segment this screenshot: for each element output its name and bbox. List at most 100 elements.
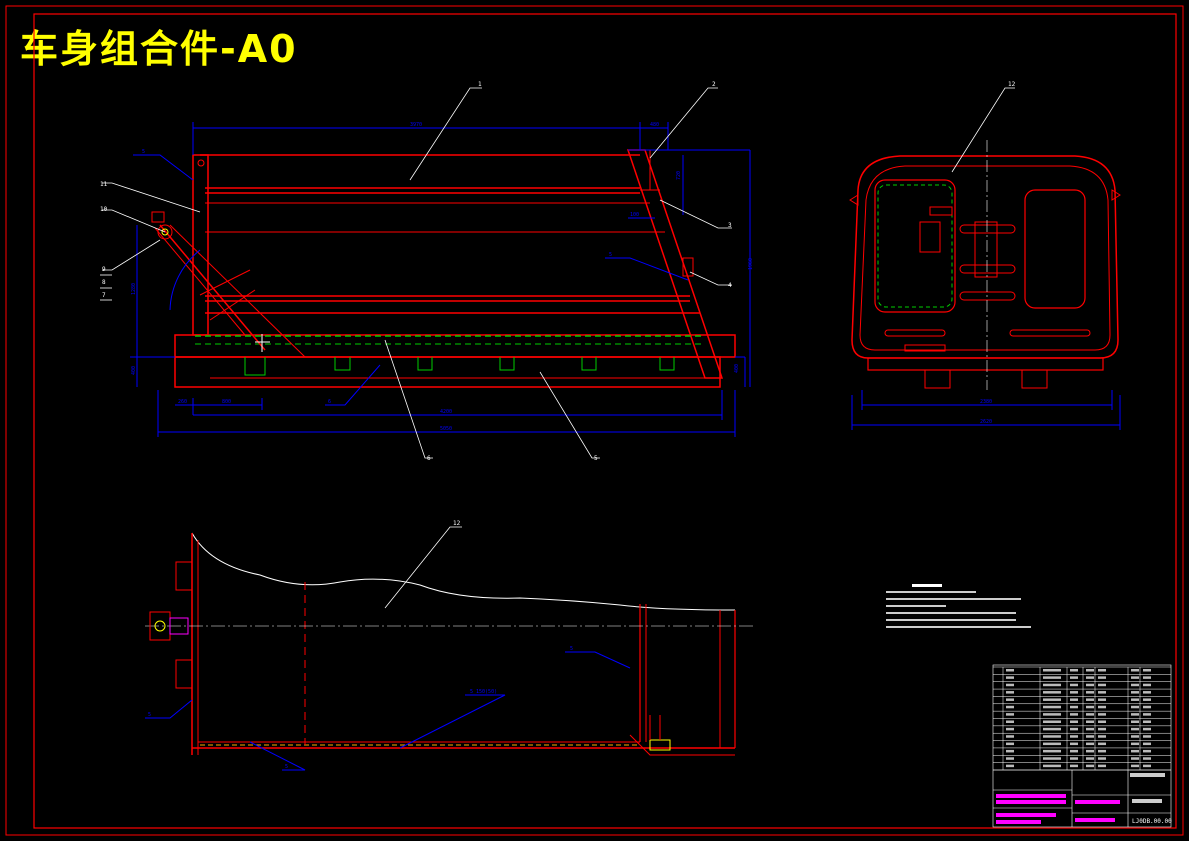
parts-list-cell — [1143, 727, 1151, 731]
parts-list-cell — [1070, 735, 1078, 738]
front-view-leaders — [102, 87, 732, 459]
parts-list-cell — [1098, 727, 1106, 731]
parts-list-cell — [1070, 683, 1078, 687]
svg-text:2380: 2380 — [980, 399, 992, 405]
parts-list-cell — [1006, 676, 1014, 679]
parts-list-cell — [1131, 757, 1139, 760]
parts-list-cell — [1070, 727, 1078, 731]
parts-list-cell — [1098, 683, 1106, 687]
drawing-title: 车身组合件-A0 — [20, 27, 298, 71]
parts-list-cell — [1043, 727, 1061, 731]
drawing-number: LJ0DB.00.00 — [1132, 818, 1172, 825]
callout-5: 5 — [594, 455, 598, 462]
parts-list-cell — [1070, 698, 1078, 701]
parts-list-cell — [1098, 749, 1106, 753]
parts-list-cell — [1131, 742, 1139, 746]
callout-1: 1 — [478, 81, 482, 88]
svg-text:2620: 2620 — [980, 419, 992, 425]
parts-list-cell — [1006, 764, 1014, 768]
callout-12-top: 12 — [453, 520, 461, 527]
parts-list-cell — [1070, 669, 1078, 672]
top-view — [145, 532, 755, 756]
parts-list-cell — [1006, 757, 1014, 760]
parts-list-cell — [1006, 669, 1014, 672]
parts-list-cell — [1098, 757, 1106, 760]
parts-list-cell — [1043, 683, 1061, 687]
parts-list-cell — [1098, 735, 1106, 738]
svg-text:6: 6 — [328, 399, 331, 405]
svg-text:260: 260 — [178, 399, 187, 405]
parts-list-cell — [1086, 713, 1094, 716]
svg-text:5: 5 — [285, 764, 288, 770]
parts-list-cell — [1131, 749, 1139, 753]
parts-list-cell — [1043, 749, 1061, 753]
svg-text:720: 720 — [676, 171, 682, 180]
parts-list-cell — [1070, 676, 1078, 679]
front-view-dimension-text: 3970 480 720 100 1960 400 1280 400 260 8… — [131, 122, 754, 432]
svg-text:5: 5 — [609, 252, 612, 258]
parts-list-cell — [1098, 705, 1106, 709]
parts-list-cell — [1070, 749, 1078, 753]
callout-7: 7 — [102, 292, 106, 299]
parts-list-cell — [1098, 720, 1106, 723]
front-view-callouts: 1 2 3 4 5 6 11 10 9 8 7 — [100, 81, 732, 462]
callout-9: 9 — [102, 266, 106, 273]
parts-list-cell — [1006, 735, 1014, 738]
svg-text:3970: 3970 — [410, 122, 422, 128]
technical-notes — [886, 584, 1031, 628]
svg-text:400: 400 — [131, 366, 137, 375]
parts-list-cell — [1131, 683, 1139, 687]
parts-list-cell — [1143, 705, 1151, 709]
parts-list-cell — [1086, 757, 1094, 760]
parts-list-cell — [1043, 705, 1061, 709]
svg-text:4200: 4200 — [440, 409, 452, 415]
parts-list-cell — [1070, 713, 1078, 716]
parts-list-cell — [1006, 698, 1014, 701]
parts-list-cell — [1006, 749, 1014, 753]
parts-list-cell — [1043, 691, 1061, 694]
parts-list-cell — [1070, 764, 1078, 768]
parts-list-cell — [1131, 720, 1139, 723]
callout-2: 2 — [712, 81, 716, 88]
parts-list-cell — [1131, 676, 1139, 679]
parts-list-cell — [1006, 683, 1014, 687]
parts-list-cell — [1131, 727, 1139, 731]
parts-list-cell — [1070, 742, 1078, 746]
callout-12-rear: 12 — [1008, 81, 1016, 88]
callout-3: 3 — [728, 222, 732, 229]
inner-frame — [33, 13, 1177, 829]
parts-list-cell — [1043, 713, 1061, 716]
parts-list-cell — [1006, 713, 1014, 716]
outer-frame — [5, 5, 1184, 836]
parts-list-cell — [1070, 720, 1078, 723]
parts-list-cell — [1006, 705, 1014, 709]
title-block-labels: LJ0DB.00.00 — [996, 773, 1172, 825]
parts-list-cell — [1143, 713, 1151, 716]
rear-view-dimensions — [851, 390, 1121, 430]
parts-list-cell — [1143, 669, 1151, 672]
parts-list-cell — [1143, 735, 1151, 738]
parts-list-cell — [1043, 676, 1061, 679]
parts-list-cell — [1098, 669, 1106, 672]
callout-11: 11 — [100, 181, 108, 188]
parts-list-cell — [1131, 691, 1139, 694]
parts-list-cell — [1143, 757, 1151, 760]
parts-list — [993, 666, 1171, 771]
parts-list-cell — [1098, 742, 1106, 746]
parts-list-cell — [1043, 735, 1061, 738]
parts-list-cell — [1086, 720, 1094, 723]
front-view-dimensions — [130, 122, 751, 437]
svg-text:5: 5 — [142, 149, 145, 155]
svg-text:5050: 5050 — [440, 426, 452, 432]
parts-list-cell — [1143, 764, 1151, 768]
rear-view — [849, 140, 1121, 390]
parts-list-cell — [1131, 705, 1139, 709]
parts-list-cell — [1086, 676, 1094, 679]
parts-list-cell — [1143, 691, 1151, 694]
parts-list-cell — [1070, 705, 1078, 709]
parts-list-cell — [1098, 691, 1106, 694]
parts-list-cell — [1070, 757, 1078, 760]
parts-list-cell — [1086, 691, 1094, 694]
parts-list-cell — [1131, 698, 1139, 701]
